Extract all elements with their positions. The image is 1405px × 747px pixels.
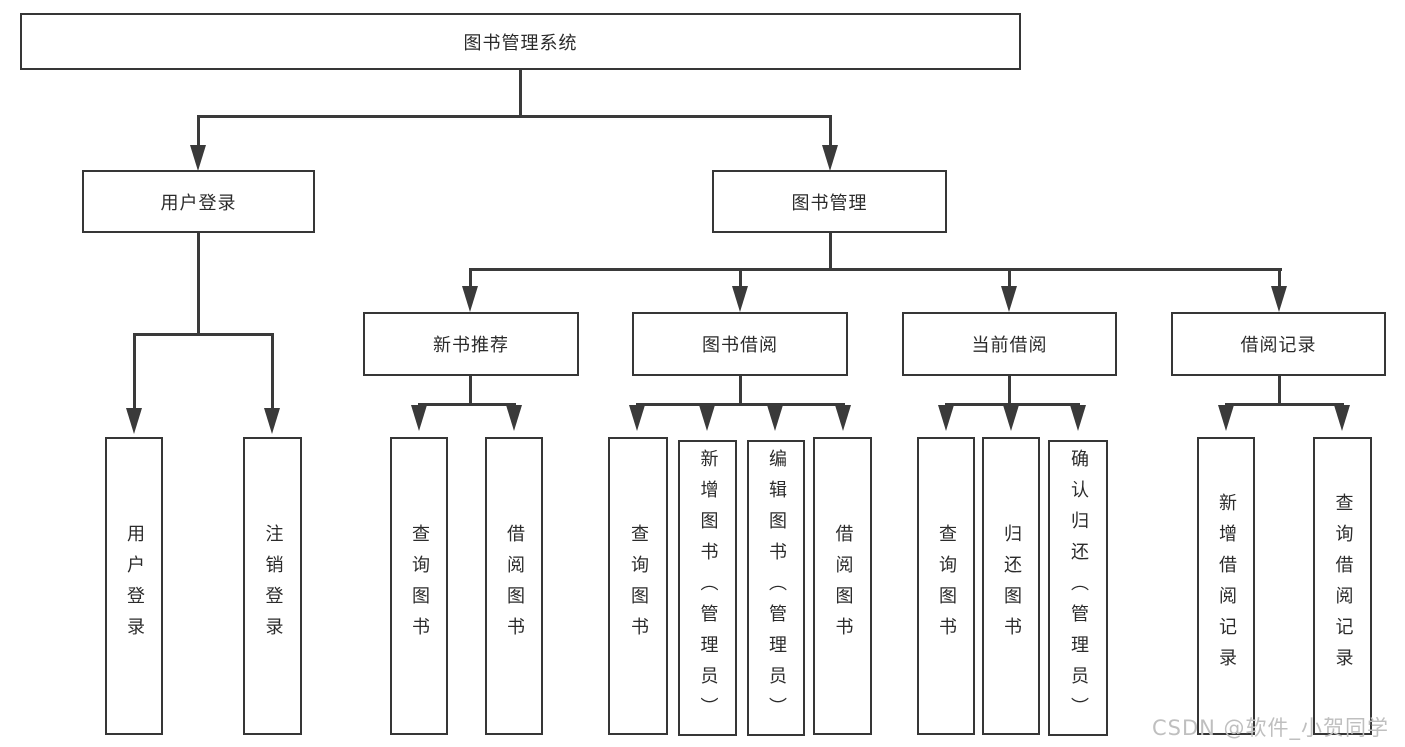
arrow-down-icon [732,286,748,312]
arrow-down-icon [411,405,427,431]
connector-drop-current-borrow [1008,268,1011,288]
node-label: 借阅记录 [1240,335,1317,356]
arrow-down-icon [1218,405,1234,431]
node-label: 当前借阅 [971,335,1048,356]
connector-borrow-records-stem [1278,376,1281,406]
leaf-confirm-return-admin: 确认归还（管理员） [1048,440,1108,736]
node-label: 用户登录 [124,524,145,648]
connector-drop-user-login [197,115,200,147]
node-label: 借阅图书 [832,524,854,648]
connector-user-login-branch [133,333,274,336]
node-book-management: 图书管理 [712,170,947,233]
leaf-add-books-admin: 新增图书（管理员） [678,440,737,736]
node-book-borrow: 图书借阅 [632,312,848,376]
arrow-down-icon [264,408,280,434]
leaf-query-books-recommend: 查询图书 [390,437,448,735]
connector-user-login-stem [197,233,200,336]
node-borrow-records: 借阅记录 [1171,312,1386,376]
leaf-return-books: 归还图书 [982,437,1040,735]
connector-drop-book-borrow [739,268,742,288]
leaf-query-books-current: 查询图书 [917,437,975,735]
node-label: 查询借阅记录 [1332,493,1354,679]
leaf-query-borrow-record: 查询借阅记录 [1313,437,1372,735]
arrow-down-icon [822,145,838,171]
arrow-down-icon [1334,405,1350,431]
node-new-book-recommend: 新书推荐 [363,312,579,376]
connector-drop-leaf-logout [271,333,274,410]
node-label: 图书借阅 [702,335,778,356]
connector-drop-borrow-records [1278,268,1281,288]
arrow-down-icon [126,408,142,434]
node-label: 编辑图书（管理员） [766,448,787,728]
leaf-query-books-borrow: 查询图书 [608,437,668,735]
arrow-down-icon [699,405,715,431]
leaf-edit-books-admin: 编辑图书（管理员） [747,440,805,736]
arrow-down-icon [190,145,206,171]
leaf-logout: 注销登录 [243,437,302,735]
arrow-down-icon [629,405,645,431]
connector-level3-branch [469,268,1282,271]
node-label: 用户登录 [160,192,237,214]
node-label: 查询图书 [409,524,430,648]
arrow-down-icon [506,405,522,431]
node-label: 图书管理 [791,192,868,214]
connector-new-rec-branch [418,403,516,406]
connector-borrow-records-branch [1225,403,1344,406]
connector-book-borrow-stem [739,376,742,406]
connector-current-borrow-branch [945,403,1080,406]
node-current-borrow: 当前借阅 [902,312,1117,376]
connector-new-rec-stem [469,376,472,406]
connector-drop-leaf-login [133,333,136,410]
connector-current-borrow-stem [1008,376,1011,406]
leaf-borrow-books: 借阅图书 [813,437,872,735]
connector-root-stem [519,70,522,118]
leaf-user-login: 用户登录 [105,437,163,735]
connector-drop-new-rec [469,268,472,288]
arrow-down-icon [1271,286,1287,312]
connector-book-mgmt-stem [829,233,832,271]
node-root-library-system: 图书管理系统 [20,13,1021,70]
node-label: 借阅图书 [504,524,525,648]
node-label: 查询图书 [936,524,957,648]
node-label: 新增借阅记录 [1216,493,1237,679]
node-label: 新书推荐 [433,335,509,356]
node-label: 确认归还（管理员） [1068,448,1089,728]
leaf-add-borrow-record: 新增借阅记录 [1197,437,1255,735]
node-label: 注销登录 [262,524,284,648]
arrow-down-icon [1003,405,1019,431]
connector-book-borrow-branch [636,403,845,406]
node-label: 图书管理系统 [463,32,578,54]
node-user-login: 用户登录 [82,170,315,233]
arrow-down-icon [938,405,954,431]
node-label: 查询图书 [628,524,649,648]
arrow-down-icon [767,405,783,431]
leaf-borrow-books-recommend: 借阅图书 [485,437,543,735]
arrow-down-icon [835,405,851,431]
connector-root-branch [197,115,832,118]
connector-drop-book-mgmt [829,115,832,147]
csdn-watermark: CSDN @软件_小贺同学 [1152,716,1390,740]
node-label: 归还图书 [1001,524,1022,648]
arrow-down-icon [1070,405,1086,431]
arrow-down-icon [1001,286,1017,312]
node-label: 新增图书（管理员） [697,448,719,728]
arrow-down-icon [462,286,478,312]
